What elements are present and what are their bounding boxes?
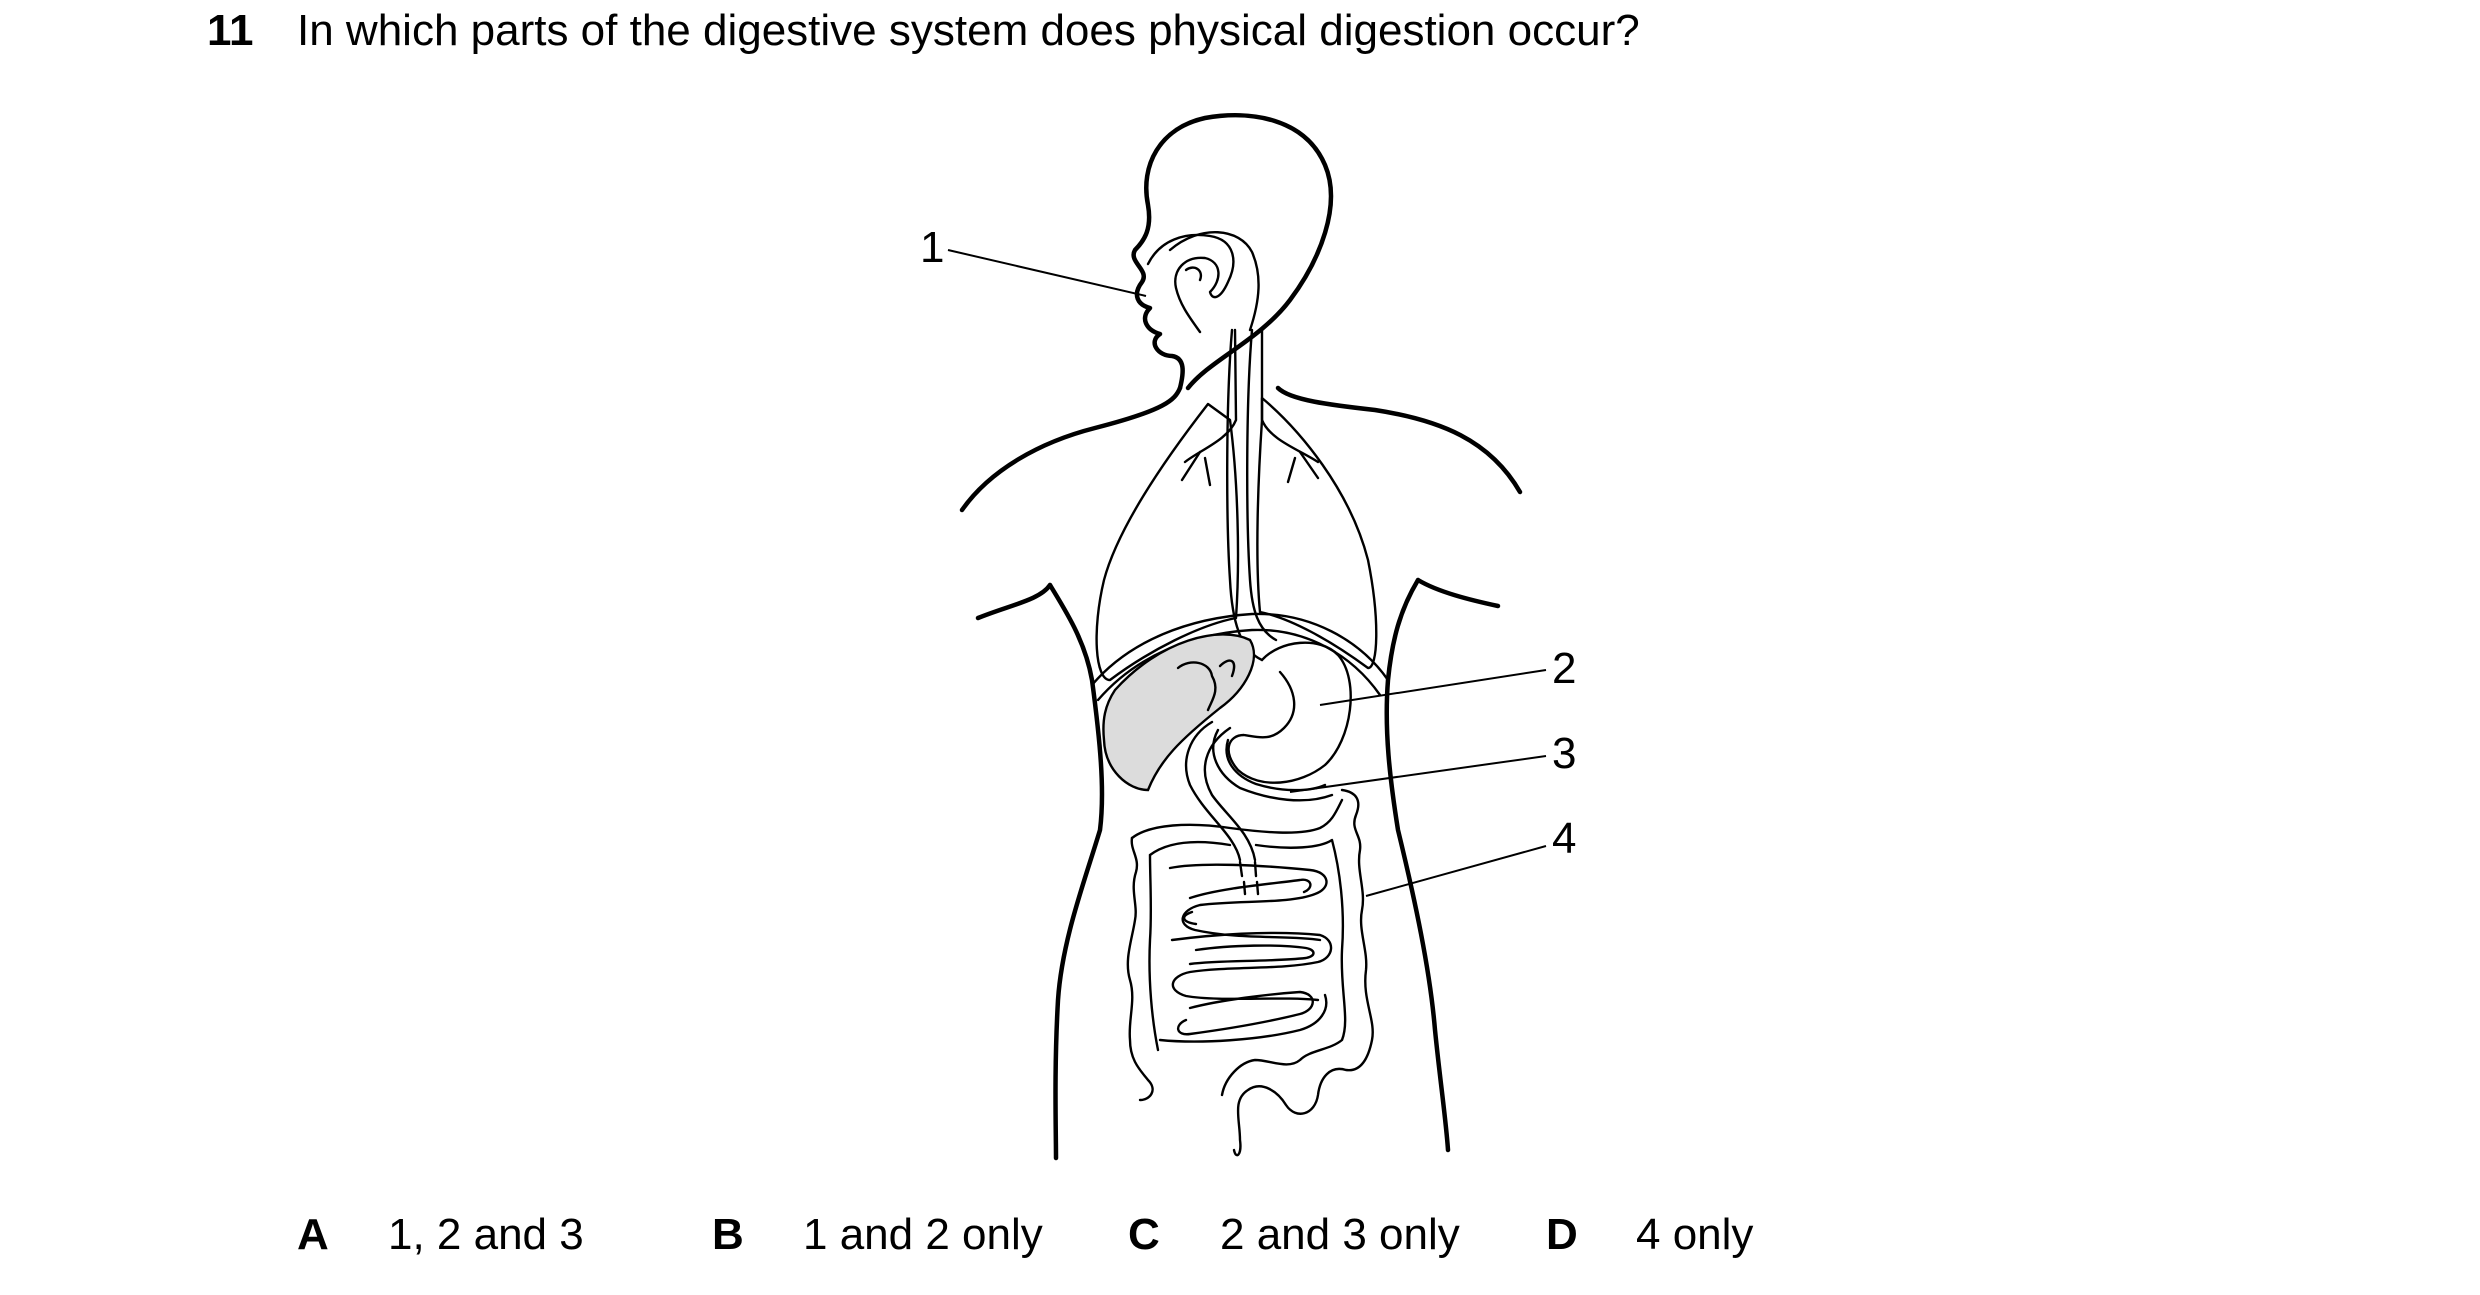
body-outline [959, 113, 1523, 1161]
lungs [1095, 328, 1378, 682]
question-number: 11 [207, 6, 254, 55]
liver [1102, 633, 1256, 792]
option-c-letter: C [1128, 1210, 1160, 1259]
label-3-leader [1289, 755, 1547, 793]
option-b-letter: B [712, 1210, 744, 1259]
label-4: 4 [1552, 814, 1576, 863]
option-c-text: 2 and 3 only [1220, 1210, 1460, 1259]
large-intestine-inner [1130, 798, 1347, 1097]
duodenum [1185, 720, 1257, 862]
label-2-leader [1319, 669, 1547, 706]
option-b-text: 1 and 2 only [803, 1210, 1043, 1259]
label-2: 2 [1552, 644, 1576, 693]
large-intestine [1126, 788, 1374, 1157]
mouth-and-pharynx [1146, 231, 1260, 334]
label-4-leader [1365, 845, 1547, 897]
label-1-leader [947, 249, 1147, 297]
option-d-text: 4 only [1636, 1210, 1754, 1259]
diaphragm [1090, 612, 1390, 702]
stomach [1227, 641, 1352, 784]
option-a-text: 1, 2 and 3 [388, 1210, 584, 1259]
option-d-letter: D [1546, 1210, 1578, 1259]
label-3: 3 [1552, 729, 1576, 778]
question-text: In which parts of the digestive system d… [297, 6, 1640, 55]
bile-duct [1176, 659, 1236, 712]
option-a-letter: A [297, 1210, 329, 1259]
small-intestine [1158, 863, 1333, 1043]
label-1: 1 [920, 223, 944, 272]
